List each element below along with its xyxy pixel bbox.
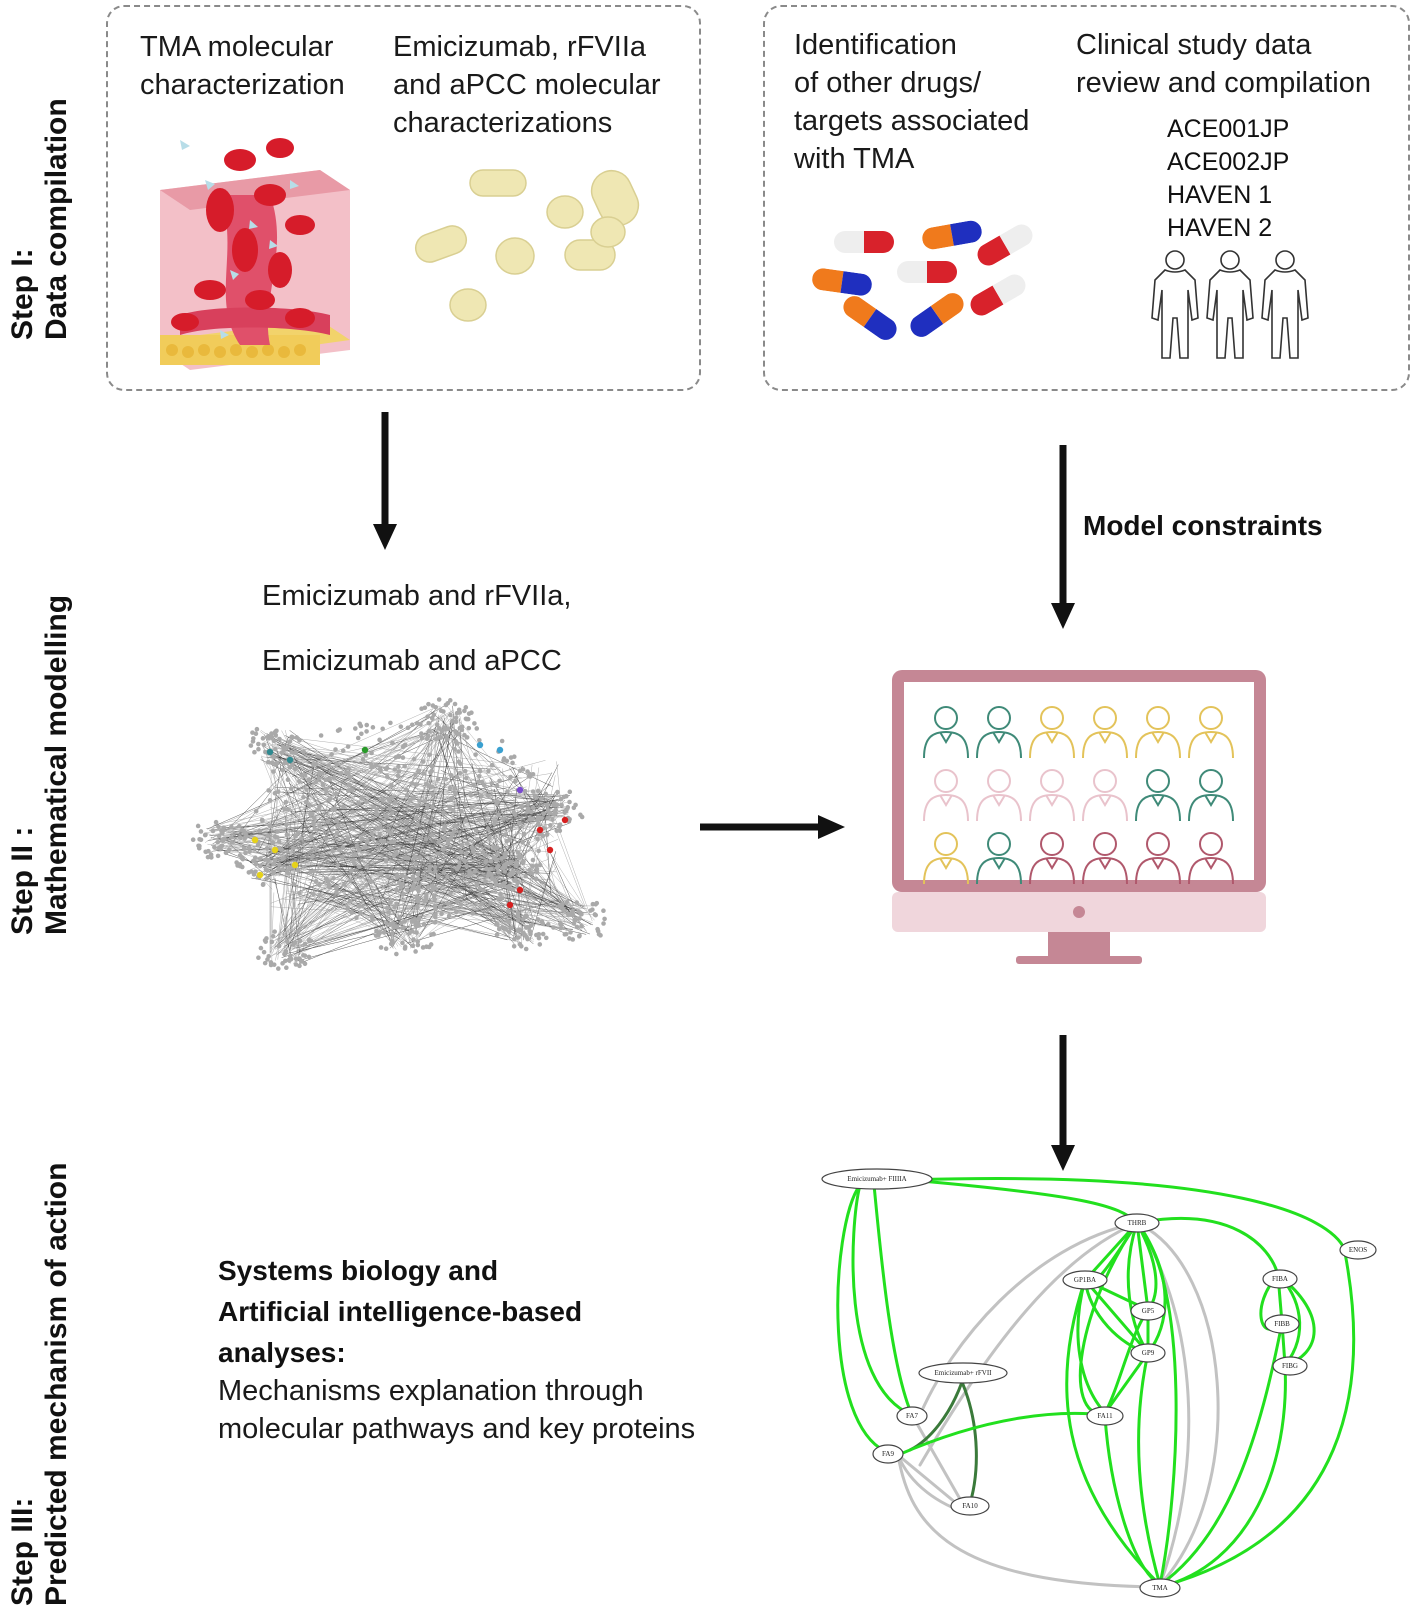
step2-label: Step II : Mathematical modelling <box>6 595 74 935</box>
node-fibg: FIBG <box>1282 1362 1298 1370</box>
step1-line1: Step I: <box>6 248 39 340</box>
analysis-title-line1: Systems biology and <box>218 1255 499 1286</box>
node-emi-fiiia: Emicizumab+ FIIIIA <box>847 1175 906 1183</box>
clinical-study-text: Clinical study data review and compilati… <box>1076 26 1371 102</box>
model-constraints-label: Model constraints <box>1083 510 1323 541</box>
clinical-line1: Clinical study data <box>1076 29 1312 61</box>
node-fiba: FIBA <box>1272 1275 1288 1283</box>
node-fa7: FA7 <box>906 1412 918 1420</box>
drug-line2: and aPCC molecular <box>393 69 661 101</box>
step3-line2: Predicted mechanism of action <box>40 1162 73 1606</box>
combo-apcc-text: Emicizumab and aPCC <box>262 645 562 677</box>
analysis-desc-line2: molecular pathways and key proteins <box>218 1413 696 1445</box>
node-fa9: FA9 <box>882 1450 894 1458</box>
node-emi-rfvii: Emicizumab+ rFVII <box>934 1369 992 1377</box>
ident-line1: Identification <box>794 29 957 61</box>
data-box-clinical <box>763 5 1410 391</box>
study-item: HAVEN 2 <box>1167 214 1273 242</box>
virtual-patients-monitor <box>892 670 1266 964</box>
drug-tablets-illustration <box>414 169 640 322</box>
arrow-network-to-monitor <box>700 815 845 839</box>
clinical-line2: review and compilation <box>1076 67 1371 99</box>
arrow-monitor-to-graph <box>1051 1035 1075 1171</box>
tma-line2: characterization <box>140 69 345 101</box>
drug-line1: Emicizumab, rFVIIa <box>393 31 646 63</box>
node-thrb: THRB <box>1128 1219 1147 1227</box>
study-item: ACE002JP <box>1167 148 1290 176</box>
study-list: ACE001JP ACE002JP HAVEN 1 HAVEN 2 <box>1167 113 1289 245</box>
step1-label: Step I: Data compilation <box>6 98 74 340</box>
node-fibb: FIBB <box>1274 1320 1290 1328</box>
node-gp1ba: GP1BA <box>1074 1276 1096 1284</box>
step3-line1: Step III: <box>6 1497 39 1606</box>
analysis-desc-line1: Mechanisms explanation through <box>218 1375 644 1407</box>
study-item: HAVEN 1 <box>1167 181 1273 209</box>
ident-line4: with TMA <box>794 143 915 175</box>
step3-label: Step III: Predicted mechanism of action <box>6 1163 74 1606</box>
drug-line3: characterizations <box>393 107 613 139</box>
study-item: ACE001JP <box>1167 115 1290 143</box>
combo-rfviia-text: Emicizumab and rFVIIa, <box>262 580 572 612</box>
node-fa10: FA10 <box>962 1502 978 1510</box>
step1-line2: Data compilation <box>40 98 73 340</box>
mechanism-graph: Emicizumab+ FIIIIA THRB ENOS GP1BA GP5 G… <box>821 1168 1377 1598</box>
node-enos: ENOS <box>1349 1246 1367 1254</box>
tma-line1: TMA molecular <box>140 31 334 63</box>
analysis-title-line3: analyses: <box>218 1337 346 1368</box>
capsules-illustration <box>810 218 1037 345</box>
patient-silhouettes-icon <box>1151 250 1309 359</box>
drug-characterization-text: Emicizumab, rFVIIa and aPCC molecular ch… <box>393 28 661 142</box>
ident-line3: targets associated <box>794 105 1030 137</box>
node-fa11: FA11 <box>1097 1412 1113 1420</box>
step2-line2: Mathematical modelling <box>40 594 73 935</box>
analysis-description: Mechanisms explanation through molecular… <box>218 1372 695 1448</box>
analysis-title-line2: Artificial intelligence-based <box>218 1296 583 1327</box>
tma-characterization-text: TMA molecular characterization <box>140 28 345 104</box>
step2-line1: Step II : <box>6 826 39 935</box>
data-box-molecular <box>106 5 701 391</box>
identification-text: Identification of other drugs/ targets a… <box>794 26 1029 178</box>
ident-line2: of other drugs/ <box>794 67 981 99</box>
node-gp9: GP9 <box>1142 1349 1155 1357</box>
node-tma: TMA <box>1152 1584 1168 1592</box>
arrow-constraints <box>1051 445 1075 629</box>
tma-vessel-illustration <box>160 138 350 370</box>
arrow-step1-to-network <box>373 412 397 550</box>
analysis-title: Systems biology and Artificial intellige… <box>218 1250 582 1373</box>
node-gp5: GP5 <box>1142 1307 1155 1315</box>
protein-network-graph <box>190 697 607 971</box>
